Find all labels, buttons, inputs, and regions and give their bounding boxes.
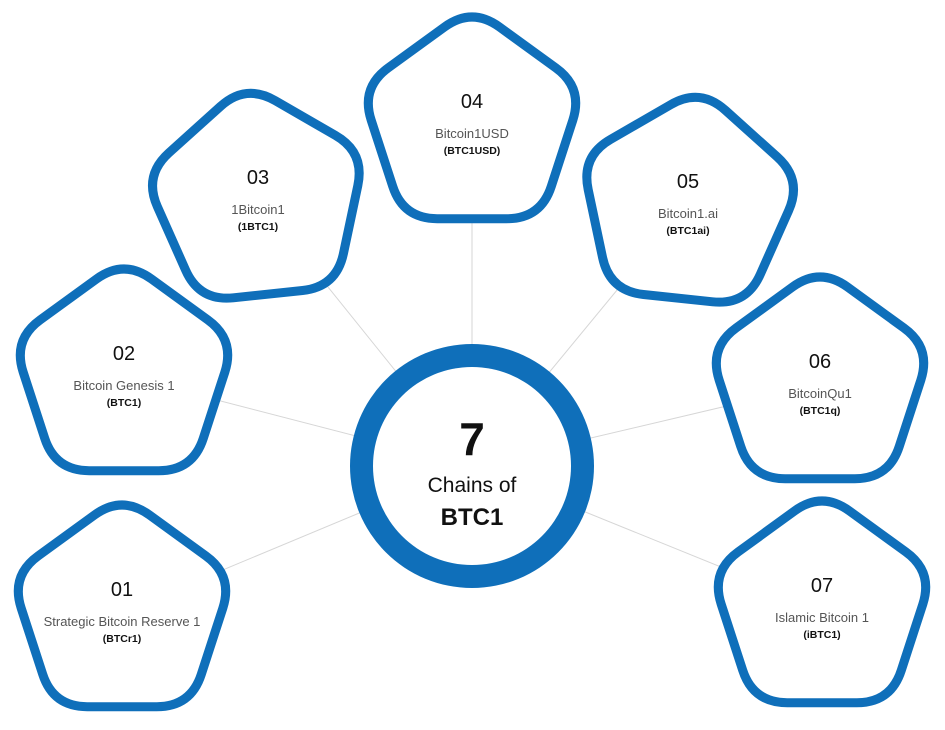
- chain-number: 06: [809, 351, 831, 373]
- chain-name: Bitcoin1.ai: [658, 206, 718, 221]
- chain-node-03: 03 1Bitcoin1 (1BTC1): [148, 88, 364, 303]
- pentagon-shape: [711, 272, 929, 484]
- pentagon-shape: [713, 496, 931, 708]
- chain-ticker: (BTCr1): [103, 633, 142, 645]
- chain-ticker: (1BTC1): [238, 221, 278, 233]
- chain-number: 07: [811, 575, 833, 597]
- hub-name: BTC1: [441, 504, 504, 531]
- hub-count: 7: [459, 413, 485, 465]
- chain-ticker: (BTC1ai): [666, 225, 709, 237]
- chain-number: 04: [461, 91, 483, 113]
- hub-ring-inner: [373, 367, 571, 565]
- chain-number: 01: [111, 579, 133, 601]
- pentagon-shape: [15, 264, 233, 476]
- chain-ticker: (BTC1q): [800, 405, 841, 417]
- pentagon-shape: [148, 88, 364, 303]
- chain-number: 05: [677, 171, 699, 193]
- chain-number: 03: [247, 167, 269, 189]
- pentagon-shape: [13, 500, 231, 712]
- chain-number: 02: [113, 343, 135, 365]
- chain-ticker: (BTC1USD): [444, 145, 501, 157]
- chain-name: Islamic Bitcoin 1: [775, 610, 869, 625]
- pentagon-shape: [582, 92, 798, 307]
- chain-name: 1Bitcoin1: [231, 202, 284, 217]
- hub-label: Chains of: [428, 474, 517, 497]
- chain-name: Bitcoin Genesis 1: [73, 378, 174, 393]
- chain-ticker: (BTC1): [107, 397, 141, 409]
- center-hub: 7 Chains of BTC1: [350, 344, 594, 588]
- chain-name: Bitcoin1USD: [435, 126, 509, 141]
- chain-name: Strategic Bitcoin Reserve 1: [44, 614, 201, 629]
- chain-name: BitcoinQu1: [788, 386, 852, 401]
- chain-ticker: (iBTC1): [803, 629, 840, 641]
- pentagon-shape: [363, 12, 581, 224]
